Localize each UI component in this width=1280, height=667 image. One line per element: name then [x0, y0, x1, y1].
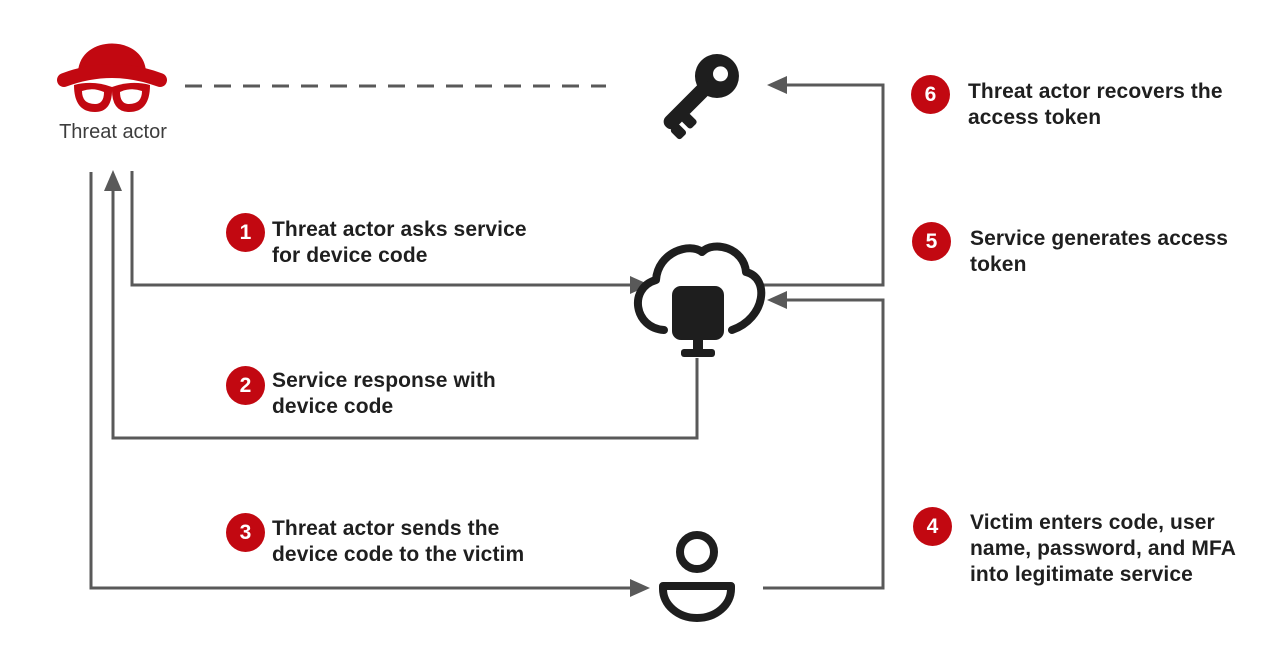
- step-4-badge: 4: [913, 507, 952, 546]
- step-1-badge: 1: [226, 213, 265, 252]
- step-3-badge: 3: [226, 513, 265, 552]
- step-1-text: Threat actor asks service for device cod…: [272, 218, 527, 267]
- arrow-5-service-to-token: [763, 76, 885, 287]
- step-6-text: Threat actor recovers the access token: [968, 80, 1223, 129]
- person-icon: [659, 531, 735, 622]
- cloud-device-icon: [634, 242, 766, 357]
- arrow-2-service-to-threat-actor: [104, 170, 699, 440]
- key-icon: [663, 54, 739, 140]
- step-6-badge: 6: [911, 75, 950, 114]
- threat-actor-label: Threat actor: [59, 121, 167, 143]
- step-3-text: Threat actor sends the device code to th…: [272, 517, 525, 566]
- step-5-badge: 5: [912, 222, 951, 261]
- threat-actor-icon: [57, 43, 167, 112]
- step-5-text: Service generates access token: [970, 227, 1229, 276]
- arrow-4-victim-to-service: [763, 291, 885, 590]
- step-2-text: Service response with device code: [272, 369, 496, 418]
- arrow-3-threat-actor-to-victim: [89, 172, 650, 597]
- step-4-text: Victim enters code, user name, password,…: [970, 511, 1237, 586]
- arrow-1-threat-actor-to-service: [130, 171, 650, 294]
- step-2-badge: 2: [226, 366, 265, 405]
